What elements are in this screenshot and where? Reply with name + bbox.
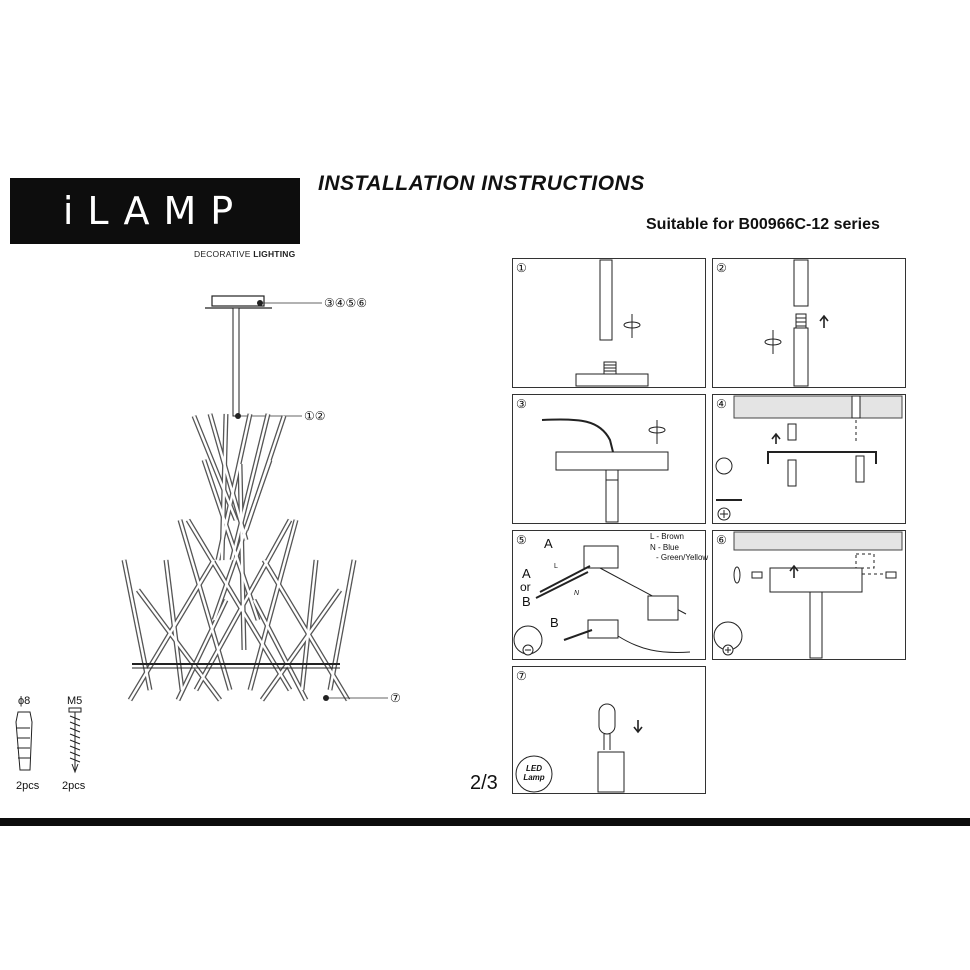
- led-badge-line2: Lamp: [523, 773, 545, 782]
- step-number-4: ④: [716, 397, 727, 411]
- wiring-option-a: A: [544, 536, 553, 551]
- canopy-point: [257, 300, 263, 306]
- step-panel-6: [712, 530, 906, 660]
- wiring-option-b: B: [550, 615, 559, 630]
- screw-icon: [68, 707, 82, 774]
- legend-green-yellow: - Green/Yellow: [656, 553, 709, 562]
- page-subtitle: Suitable for B00966C-12 series: [646, 216, 880, 233]
- led-lamp-badge: LED Lamp: [520, 764, 548, 782]
- logo-block: [10, 178, 300, 244]
- anchor-size: ϕ8: [18, 695, 31, 707]
- sticks-bundle: [121, 413, 357, 702]
- wiring-option-a-left: A: [522, 566, 531, 581]
- step-number-3: ③: [516, 397, 527, 411]
- wire-label-n: N: [574, 590, 580, 597]
- tagline-regular: DECORATIVE: [194, 249, 254, 259]
- brand-logo: iLAMP: [62, 189, 248, 233]
- page-title: INSTALLATION INSTRUCTIONS: [318, 172, 645, 195]
- callout-lamp-step: ⑦: [390, 691, 401, 705]
- wall-anchor-icon: [15, 711, 33, 771]
- brand-tagline: DECORATIVE LIGHTING: [194, 249, 295, 259]
- page-number: 2/3: [470, 772, 498, 794]
- rod-point: [235, 413, 241, 419]
- step-number-6: ⑥: [716, 533, 727, 547]
- legend-brown: L - Brown: [650, 532, 684, 541]
- wiring-or: or: [520, 580, 531, 594]
- step-number-5: ⑤: [516, 533, 527, 547]
- callout-rod-steps: ①②: [304, 409, 326, 423]
- callout-canopy-steps: ③④⑤⑥: [324, 296, 368, 310]
- tagline-bold: LIGHTING: [253, 249, 296, 259]
- screw-size: M5: [67, 695, 83, 707]
- legend-blue: N - Blue: [650, 543, 679, 552]
- step-number-7: ⑦: [516, 669, 527, 683]
- led-badge-line1: LED: [526, 764, 542, 773]
- lamp-point: [323, 695, 329, 701]
- screw-qty: 2pcs: [62, 780, 86, 792]
- step-panel-2: [712, 258, 906, 388]
- canopy-shape: [211, 295, 265, 307]
- anchor-qty: 2pcs: [16, 780, 40, 792]
- bottom-rule: [0, 818, 970, 826]
- wire-label-l: L: [554, 563, 558, 570]
- wiring-option-b-left: B: [522, 594, 531, 609]
- step-number-1: ①: [516, 261, 527, 275]
- step-number-2: ②: [716, 261, 727, 275]
